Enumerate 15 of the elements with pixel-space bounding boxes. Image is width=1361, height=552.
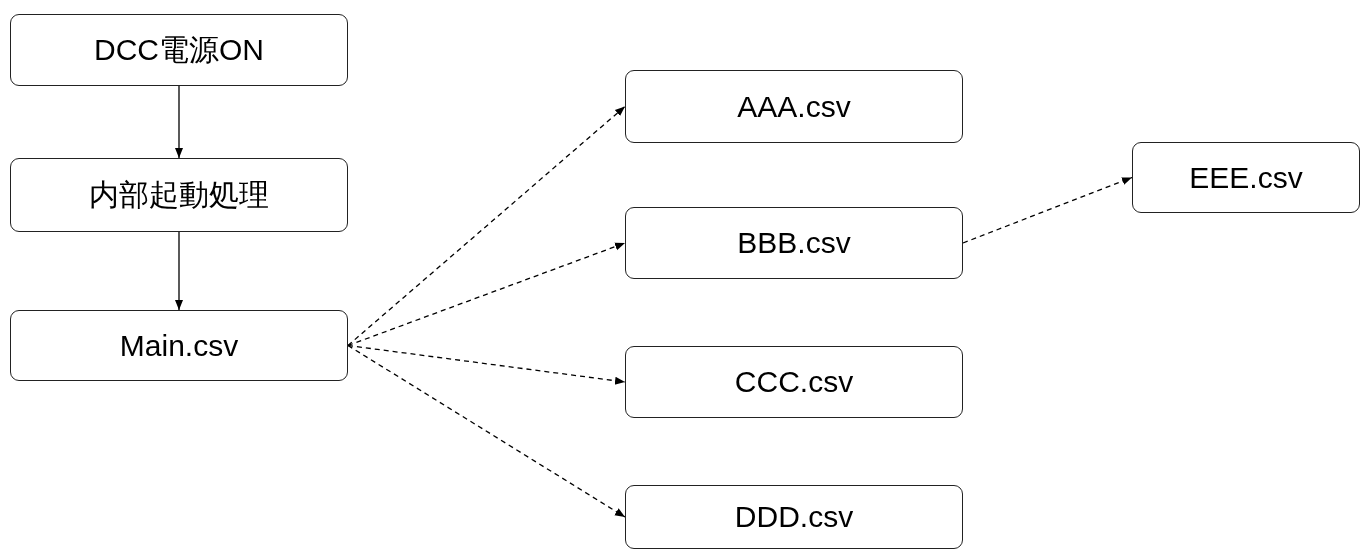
process-box: EEE.csv (1132, 142, 1360, 213)
arrow (347, 105, 626, 347)
arrow (347, 344, 626, 385)
arrow (347, 242, 626, 347)
process-box: CCC.csv (625, 346, 963, 418)
arrow (175, 231, 183, 311)
process-box: BBB.csv (625, 207, 963, 279)
process-box: DDD.csv (625, 485, 963, 549)
arrow (175, 85, 183, 159)
process-box: AAA.csv (625, 70, 963, 143)
process-box: DCC電源ON (10, 14, 348, 86)
arrow (962, 176, 1133, 244)
process-box: 内部起動処理 (10, 158, 348, 232)
arrow (347, 344, 626, 518)
process-box: Main.csv (10, 310, 348, 381)
